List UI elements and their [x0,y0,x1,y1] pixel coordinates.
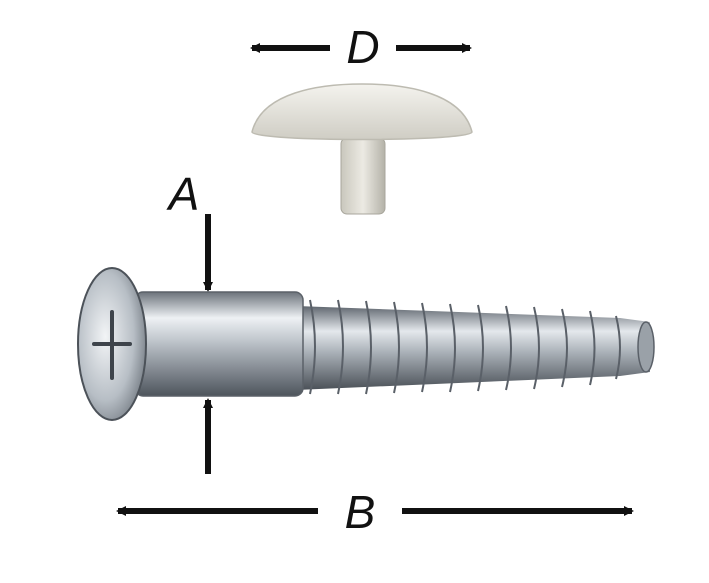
screw-thread-core [296,306,650,390]
cap-stem [340,137,386,215]
cover-cap [251,83,473,215]
label-d: D [346,21,379,73]
screw-threads [309,299,621,395]
screw-shank [134,291,304,397]
label-a: A [166,168,200,220]
cap-dome [251,83,473,141]
phillips-recess-icon [92,310,132,380]
dimension-b: B [116,486,634,538]
screw [77,267,655,421]
dimension-d: D [250,21,472,73]
screw-tip [637,321,655,373]
dimension-a: A [166,168,213,474]
label-b: B [345,486,376,538]
